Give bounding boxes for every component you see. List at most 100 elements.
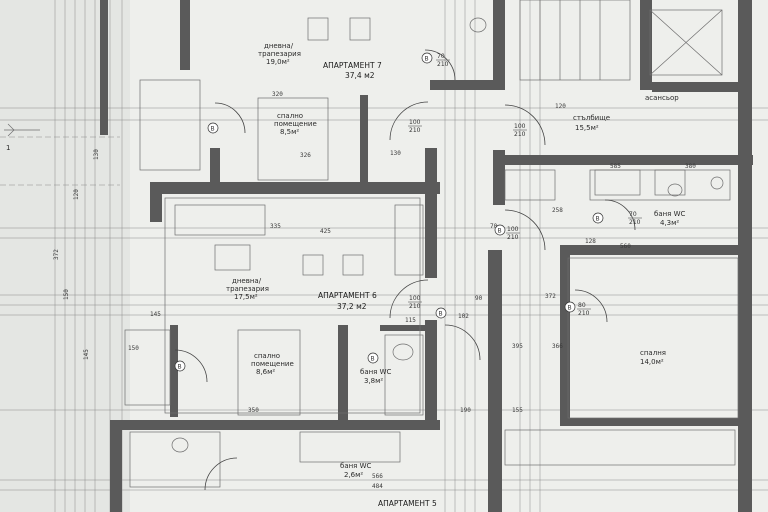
- door-tag: 80 210: [577, 302, 591, 317]
- marker-b-label: B: [371, 356, 375, 363]
- apartment-7-area: 37,4 м2: [345, 71, 375, 80]
- svg-text:спално: спално: [254, 352, 280, 360]
- svg-text:425: 425: [320, 228, 331, 235]
- svg-text:70: 70: [629, 211, 637, 218]
- svg-text:трапезария: трапезария: [258, 50, 301, 58]
- room-label-spalnq-6: спално помещение 8,6м²: [251, 352, 294, 376]
- svg-text:8,5м²: 8,5м²: [280, 128, 299, 136]
- apartment-7-title: АПАРТАМЕНТ 7: [323, 61, 382, 70]
- room-labels: дневна/ трапезария 19,0м² спално помещен…: [226, 42, 686, 479]
- svg-text:150: 150: [63, 289, 70, 300]
- marker-b: [435, 307, 447, 319]
- svg-text:210: 210: [507, 234, 519, 241]
- door-tag: 70 210: [628, 211, 642, 226]
- svg-text:130: 130: [390, 150, 401, 157]
- svg-text:15,5м²: 15,5м²: [575, 124, 599, 132]
- marker-b: [174, 360, 186, 372]
- section-marker: 1: [4, 123, 40, 152]
- svg-text:335: 335: [270, 223, 281, 230]
- svg-text:баня WC: баня WC: [654, 210, 686, 218]
- room-label-asansyor: асансьор: [645, 94, 679, 102]
- svg-text:19,0м²: 19,0м²: [266, 58, 290, 66]
- door-tag: 100 210: [513, 123, 527, 138]
- room-outlines: [124, 0, 739, 488]
- room-label-spalnq-right: спалня 14,0м²: [640, 349, 666, 366]
- svg-text:дневна/: дневна/: [264, 42, 294, 50]
- marker-b: [494, 224, 506, 236]
- svg-text:395: 395: [512, 343, 523, 350]
- room-label-banya-6: баня WC 3,8м²: [360, 368, 392, 385]
- svg-text:145: 145: [83, 349, 90, 360]
- marker-b: [592, 212, 604, 224]
- dimension-labels: 320 326 130 335 425 120 380 560 585 102 …: [128, 91, 696, 490]
- svg-text:100: 100: [514, 123, 526, 130]
- b-markers: B B B B B B B B: [174, 52, 604, 372]
- door-swings: [174, 49, 636, 491]
- svg-text:585: 585: [610, 163, 621, 170]
- svg-text:100: 100: [507, 226, 519, 233]
- room-label-banya-5: баня WC 2,6м²: [340, 462, 372, 479]
- svg-text:380: 380: [685, 163, 696, 170]
- walls: [100, 0, 753, 512]
- svg-text:120: 120: [73, 189, 80, 200]
- svg-text:1: 1: [6, 144, 10, 152]
- svg-text:спално: спално: [277, 112, 303, 120]
- marker-b-label: B: [596, 216, 600, 223]
- svg-text:150: 150: [128, 345, 139, 352]
- svg-text:372: 372: [545, 293, 556, 300]
- svg-text:120: 120: [555, 103, 566, 110]
- svg-text:4,3м²: 4,3м²: [660, 219, 679, 227]
- svg-text:210: 210: [437, 61, 449, 68]
- marker-b: [421, 52, 433, 64]
- svg-text:484: 484: [372, 483, 383, 490]
- svg-text:320: 320: [272, 91, 283, 98]
- svg-text:258: 258: [552, 207, 563, 214]
- svg-text:70: 70: [490, 223, 498, 230]
- svg-text:372: 372: [53, 249, 60, 260]
- marker-b-label: B: [439, 311, 443, 318]
- room-label-spalnq-7: спално помещение 8,5м²: [274, 112, 317, 136]
- door-tag: 70 210: [436, 53, 450, 68]
- svg-text:100: 100: [409, 119, 421, 126]
- svg-text:190: 190: [460, 407, 471, 414]
- door-tag: 100 210: [506, 226, 520, 241]
- svg-text:трапезария: трапезария: [226, 285, 269, 293]
- svg-text:14,0м²: 14,0м²: [640, 358, 664, 366]
- room-label-dnevna-6: дневна/ трапезария 17,5м²: [226, 277, 269, 301]
- svg-text:8,6м²: 8,6м²: [256, 368, 275, 376]
- marker-b-label: B: [498, 228, 502, 235]
- svg-text:стълбище: стълбище: [573, 114, 610, 122]
- svg-text:дневна/: дневна/: [232, 277, 262, 285]
- apartment-5-title: АПАРТАМЕНТ 5: [378, 499, 437, 508]
- svg-text:145: 145: [150, 311, 161, 318]
- marker-b-label: B: [425, 56, 429, 63]
- svg-text:366: 366: [552, 343, 563, 350]
- svg-text:210: 210: [409, 127, 421, 134]
- room-label-dnevna-7: дневна/ трапезария 19,0м²: [258, 42, 301, 66]
- svg-text:100: 100: [409, 295, 421, 302]
- marker-b-label: B: [178, 364, 182, 371]
- svg-text:2,6м²: 2,6м²: [344, 471, 363, 479]
- svg-text:130: 130: [93, 149, 100, 160]
- marker-b: [564, 301, 576, 313]
- svg-text:115: 115: [405, 317, 416, 324]
- svg-text:350: 350: [248, 407, 259, 414]
- door-tag: 100 210: [408, 295, 422, 310]
- svg-text:210: 210: [578, 310, 590, 317]
- svg-text:асансьор: асансьор: [645, 94, 679, 102]
- svg-text:326: 326: [300, 152, 311, 159]
- svg-text:566: 566: [372, 473, 383, 480]
- svg-text:3,8м²: 3,8м²: [364, 377, 383, 385]
- svg-text:210: 210: [514, 131, 526, 138]
- door-tags: 100 210 100 210 70 210 100 210 100 210 7…: [408, 53, 642, 317]
- room-label-banya-right: баня WC 4,3м²: [654, 210, 686, 227]
- svg-text:128: 128: [585, 238, 596, 245]
- apartment-6-title: АПАРТАМЕНТ 6: [318, 291, 377, 300]
- left-dimension-column: 372 150 120 145 130: [53, 149, 100, 360]
- svg-text:помещение: помещение: [251, 360, 294, 368]
- svg-text:102: 102: [458, 313, 469, 320]
- svg-text:баня WC: баня WC: [340, 462, 372, 470]
